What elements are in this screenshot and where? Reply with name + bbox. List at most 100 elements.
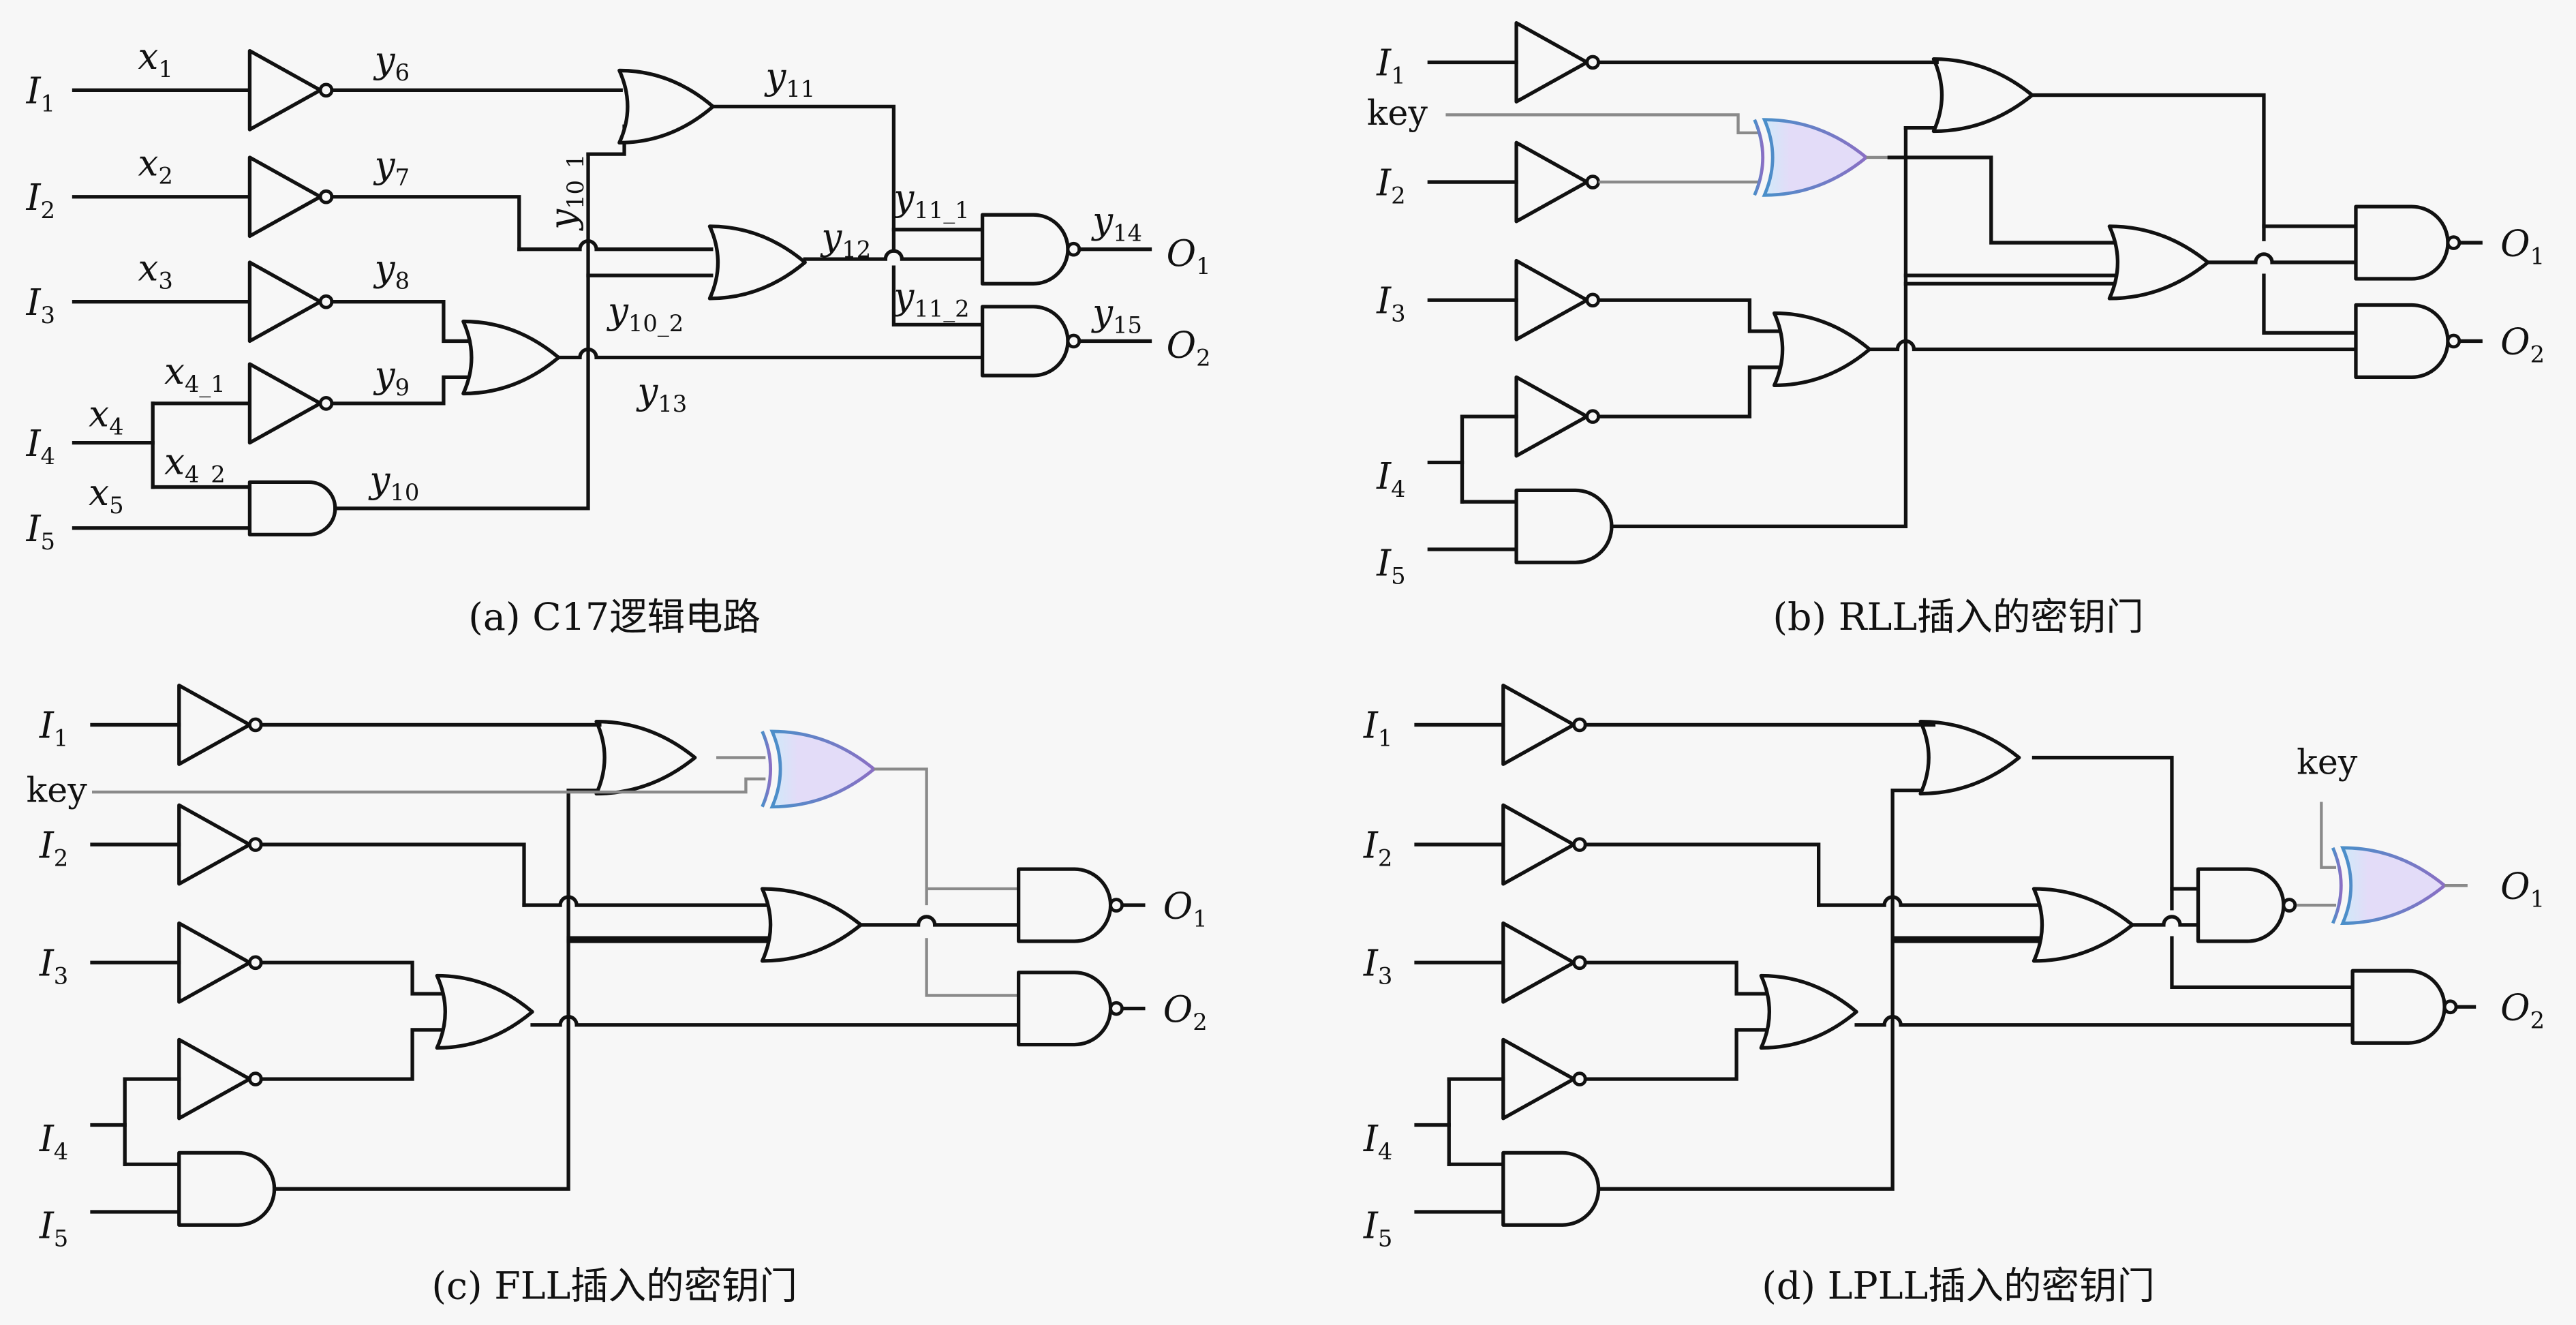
input-label-I2: I2 [39,825,68,871]
signal-label-x1: x1 [138,36,173,82]
output-label-O2: O2 [2500,988,2545,1034]
wire-y11 [711,104,896,253]
wire-y8 [330,300,469,344]
wire-y7 [1583,842,1821,907]
signal-label-x3: x3 [138,247,173,294]
wire-y11_2 [2170,936,2355,990]
wire-not3-or3 [1583,960,1770,996]
input-label-I3: I3 [39,943,68,990]
and-gate [1501,1151,1601,1227]
wire-y11 [2031,755,2174,911]
signal-label-y9: y9 [373,354,410,401]
signal-label-y10_2: y10_2 [607,290,684,337]
signal-label-y15: y15 [1091,292,1142,338]
wire-y11 [2030,93,2266,241]
nand-gate-y14 [2196,867,2297,943]
wire-y7 [330,195,521,252]
signal-label-x5: x5 [89,472,123,519]
output-label-O1: O1 [1163,885,1208,932]
and-gate [177,1151,277,1227]
wire-xor-to-or2 [1887,155,2118,245]
input-label-I4: I4 [26,423,55,470]
output-label-O1: O1 [2500,866,2545,913]
wire-y7 [259,842,526,907]
wire-y12 [2206,252,2358,264]
wire-key [1445,113,1758,135]
caption-c: (c) FLL插入的密钥门 [431,1265,797,1309]
caption-a: (a) C17逻辑电路 [468,596,761,639]
wire-y10-bus [333,152,590,511]
input-label-I3: I3 [1363,943,1392,990]
not-gate-4 [1514,375,1601,458]
input-label-I2: I2 [1376,162,1405,209]
not-gate-4 [177,1037,263,1121]
input-label-I5: I5 [1363,1206,1392,1252]
wire-y9 [330,375,469,406]
or-gate-top [594,719,697,796]
inversion-bubble [1585,174,1601,189]
wire-y11_2 [925,938,1019,997]
signal-label-x2: x2 [138,142,173,189]
input-label-I1: I1 [1376,43,1405,89]
or-gate-mid [435,973,534,1050]
or-gate-y12 [2107,224,2210,301]
xor-key-gate-fll [761,729,877,809]
nand-gate-o1 [1016,867,1124,943]
not-gate-1 [1514,21,1601,104]
input-label-I3: I3 [26,282,55,329]
not-gate-2 [1501,803,1587,886]
input-label-I3: I3 [1376,281,1405,327]
input-label-I1: I1 [39,705,68,752]
input-label-I2: I2 [1363,825,1392,871]
nand-gate-o2 [2350,969,2458,1045]
signal-label-y10: y10 [368,459,419,506]
wire-and-bus [1610,126,1908,528]
signal-label-y7: y7 [373,144,410,191]
wire-y12 [859,915,1021,927]
inversion-bubble [2446,333,2462,349]
wire-and-bus [1596,789,1895,1191]
wire-y7-or2 [1817,895,2042,907]
input-label-I2: I2 [26,177,55,224]
not-gate-3 [1514,258,1601,341]
and-gate-y10 [247,480,337,536]
wire-y13 [530,1015,1021,1027]
or-gate-mid [1772,311,1872,388]
input-label-I5: I5 [1376,543,1405,590]
or-gate-top [1918,719,2021,796]
or-gate-y13 [461,319,561,396]
signal-label-x4: x4 [89,394,123,440]
not-gate-2 [247,155,334,239]
wire-not4-or3 [1596,365,1783,418]
output-label-O2: O2 [2500,322,2545,368]
wire-y7-or2 [522,895,771,907]
or-gate-y12 [760,887,863,963]
wire-key [92,777,766,794]
wire-y13 [556,347,985,360]
wire-not4-or3 [1583,1028,1770,1081]
nand-gate-y14 [980,213,1082,286]
signal-label-y13: y13 [636,371,687,417]
input-label-I5: I5 [26,508,55,555]
signal-label-y11_2: y11_2 [892,275,969,322]
or-gate-mid [1759,973,1858,1050]
or-gate-top [1931,57,2034,134]
input-label-I4: I4 [39,1118,68,1165]
wire-key [2320,802,2337,869]
output-label-O1: O1 [2500,223,2545,269]
signal-label-y11_1: y11_1 [892,177,969,224]
signal-label-y11: y11 [764,56,815,102]
signal-label-y8: y8 [373,247,410,294]
xor-key-gate-rll [1753,118,1869,197]
input-label-I5: I5 [39,1206,68,1252]
not-gate-2 [1514,140,1601,224]
not-gate-1 [247,48,334,132]
not-gate-1 [1501,684,1587,766]
wire-not3-or3 [1596,298,1783,333]
or-gate-y12 [2031,887,2134,963]
or-gate-y11 [617,68,715,144]
not-gate-4 [1501,1037,1587,1121]
